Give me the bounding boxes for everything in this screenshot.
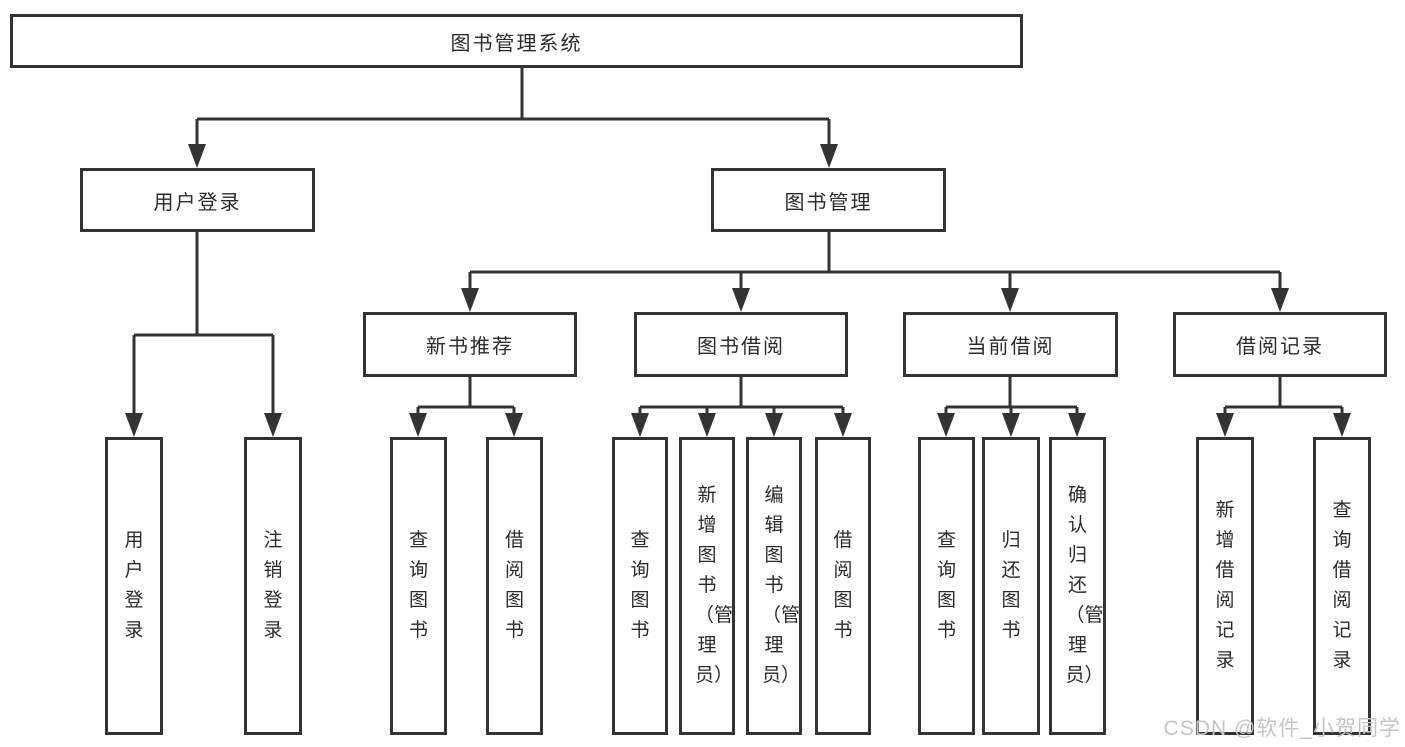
leaf-current-query-book: 查询图书 xyxy=(918,437,975,735)
arrowhead xyxy=(1001,288,1019,312)
leaf-current-return-book-label: 归还图书 xyxy=(1001,530,1021,641)
arrowhead xyxy=(1271,288,1289,312)
arrowhead xyxy=(461,288,479,312)
node-borrow-record: 借阅记录 xyxy=(1173,312,1387,377)
arrowhead xyxy=(820,144,838,168)
node-user-login: 用户登录 xyxy=(80,168,315,232)
arrowhead xyxy=(505,413,523,437)
arrowhead xyxy=(1333,413,1351,437)
arrowhead xyxy=(125,413,143,437)
arrowhead xyxy=(765,413,783,437)
node-current-borrow-label: 当前借阅 xyxy=(966,336,1055,358)
leaf-borrow-query-book-label: 查询图书 xyxy=(630,530,650,641)
connector-root-to-level2 xyxy=(195,68,831,146)
leaf-record-add-borrow-record-label: 新增借阅记录 xyxy=(1215,500,1235,671)
arrowhead xyxy=(937,413,955,437)
leaf-logout-login-label: 注销登录 xyxy=(263,530,283,641)
arrowhead xyxy=(1068,413,1086,437)
leaf-newbook-query-book: 查询图书 xyxy=(390,437,447,735)
leaf-newbook-borrow-book: 借阅图书 xyxy=(486,437,543,735)
node-book-borrow: 图书借阅 xyxy=(634,312,848,377)
arrowhead xyxy=(264,413,282,437)
node-root: 图书管理系统 xyxy=(10,14,1023,68)
arrowhead xyxy=(1002,413,1020,437)
leaf-record-add-borrow-record: 新增借阅记录 xyxy=(1196,437,1254,735)
leaf-user-login-label: 用户登录 xyxy=(124,530,144,641)
leaf-current-query-book-label: 查询图书 xyxy=(936,530,956,641)
leaf-borrow-edit-book-admin: 编辑图书（管理员） xyxy=(746,437,802,735)
connector-newbook-to-leaves xyxy=(416,377,516,414)
node-new-book-recommend: 新书推荐 xyxy=(363,312,577,377)
leaf-record-query-borrow-record-label: 查询借阅记录 xyxy=(1332,500,1352,671)
leaf-borrow-add-book-admin: 新增图书（管理员） xyxy=(679,437,735,735)
connector-borrowrecord-to-leaves xyxy=(1223,377,1344,414)
leaf-current-return-book: 归还图书 xyxy=(982,437,1040,735)
leaf-current-confirm-return-admin-label: 确认归还（管理员） xyxy=(1065,485,1104,686)
csdn-watermark: CSDN @软件_小贺同学 xyxy=(1163,717,1401,740)
node-borrow-record-label: 借阅记录 xyxy=(1236,336,1324,358)
node-book-borrow-label: 图书借阅 xyxy=(697,336,785,358)
node-user-login-label: 用户登录 xyxy=(153,191,242,214)
arrowhead xyxy=(1216,413,1234,437)
node-book-management: 图书管理 xyxy=(711,168,946,232)
leaf-newbook-borrow-book-label: 借阅图书 xyxy=(504,530,524,641)
arrowhead xyxy=(188,144,206,168)
arrowhead xyxy=(409,413,427,437)
connector-currentborrow-to-leaves xyxy=(944,377,1079,414)
leaf-user-login: 用户登录 xyxy=(105,437,163,735)
leaf-newbook-query-book-label: 查询图书 xyxy=(408,530,428,641)
node-root-label: 图书管理系统 xyxy=(450,32,583,55)
node-current-borrow: 当前借阅 xyxy=(903,312,1118,377)
leaf-borrow-query-book: 查询图书 xyxy=(612,437,668,735)
leaf-current-confirm-return-admin: 确认归还（管理员） xyxy=(1049,437,1106,735)
arrowhead xyxy=(834,413,852,437)
arrowhead xyxy=(732,288,750,312)
leaf-borrow-edit-book-admin-label: 编辑图书（管理员） xyxy=(762,485,801,686)
leaf-borrow-add-book-admin-label: 新增图书（管理员） xyxy=(695,485,734,686)
arrowhead xyxy=(698,413,716,437)
connector-bookmgmt-to-level3 xyxy=(468,232,1282,289)
connector-bookborrow-to-leaves xyxy=(638,377,845,414)
node-book-management-label: 图书管理 xyxy=(784,191,873,214)
arrowhead xyxy=(631,413,649,437)
leaf-record-query-borrow-record: 查询借阅记录 xyxy=(1313,437,1371,735)
connector-userlogin-to-leaves xyxy=(132,232,275,414)
leaf-logout-login: 注销登录 xyxy=(244,437,302,735)
leaf-borrow-borrow-book: 借阅图书 xyxy=(815,437,871,735)
node-new-book-recommend-label: 新书推荐 xyxy=(426,336,514,358)
leaf-borrow-borrow-book-label: 借阅图书 xyxy=(833,530,853,641)
